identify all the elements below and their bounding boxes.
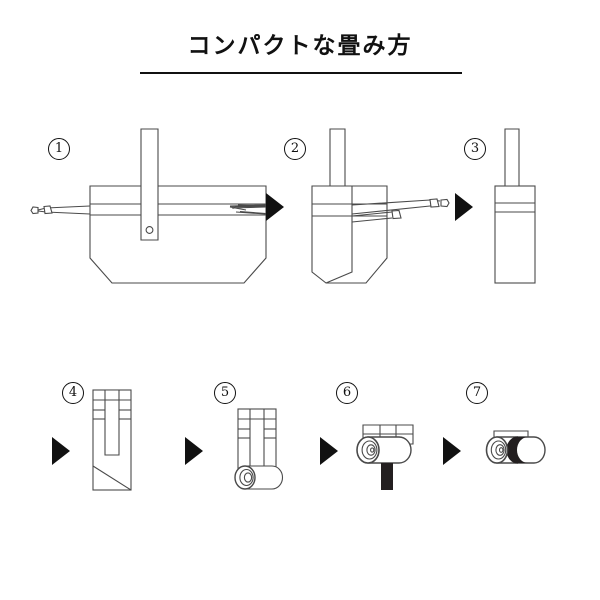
bag-body-outline xyxy=(89,185,267,284)
step4-strap-folded xyxy=(104,389,120,456)
step2-drawstring-lower-a xyxy=(351,211,393,217)
step2-drawstring-lower-b xyxy=(351,217,393,223)
arrow-step4-to-step5 xyxy=(185,437,203,465)
arrow-step1-to-step2 xyxy=(266,193,284,221)
step-3-illustration xyxy=(494,128,536,284)
step2-loop-outer xyxy=(440,198,450,208)
step7-roll-spiral-1 xyxy=(490,440,507,460)
step4-diagonal-fold xyxy=(92,465,132,491)
arrow-group xyxy=(52,193,473,465)
step3-strap xyxy=(504,128,520,187)
step2-body-outline xyxy=(311,185,388,284)
step5-roll-end xyxy=(234,465,256,490)
step-badge-3: 3 xyxy=(464,138,486,160)
step-2-illustration xyxy=(311,128,450,284)
step-badge-2: 2 xyxy=(284,138,306,160)
step-7-illustration xyxy=(485,430,546,464)
step-5-illustration xyxy=(234,408,283,490)
drawstring-right-upper-stub xyxy=(229,205,267,211)
drawstring-left-lower xyxy=(37,210,91,215)
step6-roll-spiral-2 xyxy=(366,444,376,456)
step7-band-edge xyxy=(506,436,519,464)
arrow-step2-to-step3 xyxy=(455,193,473,221)
step5-body xyxy=(237,408,277,478)
drawstring-left-upper xyxy=(37,205,91,211)
drawstring-right-b xyxy=(235,211,267,215)
step7-roll-spiral-2 xyxy=(495,444,505,456)
step5-roll-body xyxy=(244,465,283,490)
step-badge-1: 1 xyxy=(48,138,70,160)
page-title: コンパクトな畳み方 xyxy=(187,33,413,59)
step6-roll-end xyxy=(356,436,380,464)
step2-aglet-inner xyxy=(391,209,402,220)
step7-tail-flap xyxy=(493,430,529,438)
drawstring-right-line2 xyxy=(239,210,267,215)
drawstring-right-hidden xyxy=(229,204,267,207)
drawstring-right-a xyxy=(231,206,267,209)
step2-aglet-outer xyxy=(429,198,440,208)
step7-dark-band xyxy=(507,437,528,463)
arrow-step3-to-step4 xyxy=(52,437,70,465)
step7-roll-spiral-3 xyxy=(498,447,504,453)
step6-roll-body xyxy=(367,436,412,464)
strap-eyelet xyxy=(145,226,154,234)
step-1-right-drawstring xyxy=(232,204,267,215)
step6-flat-panel xyxy=(362,424,414,445)
step7-roll-body xyxy=(496,436,546,464)
step-badge-4: 4 xyxy=(62,382,84,404)
drawstring-left-aglet xyxy=(43,205,53,215)
step6-roll-spiral-1 xyxy=(361,440,378,460)
step-badge-5: 5 xyxy=(214,382,236,404)
step5-roll-spiral-1 xyxy=(239,468,254,487)
step6-hanging-strap xyxy=(381,463,393,490)
step-6-illustration xyxy=(356,424,414,464)
drawstring-left-loop xyxy=(30,206,39,215)
bag-strap xyxy=(140,128,159,241)
step3-body xyxy=(494,185,536,284)
title-underline xyxy=(140,72,462,74)
arrow-step5-to-step6 xyxy=(320,437,338,465)
step-badge-6: 6 xyxy=(336,382,358,404)
step7-roll-end xyxy=(485,436,509,464)
drawstring-right-trim xyxy=(232,205,267,209)
step2-drawstring-upper-a xyxy=(351,199,441,206)
step2-fold-line xyxy=(325,186,353,284)
drawstring-right-line1 xyxy=(237,204,267,207)
step6-roll-spiral-3 xyxy=(370,447,375,453)
step5-roll-spiral-2 xyxy=(243,472,253,483)
arrow-step6-to-step7 xyxy=(443,437,461,465)
step2-strap xyxy=(329,128,346,187)
step-4-illustration xyxy=(92,389,132,491)
step4-body xyxy=(92,389,132,491)
page-title-block: コンパクトな畳み方 xyxy=(0,33,600,59)
step-badge-7: 7 xyxy=(466,382,488,404)
step2-drawstring-upper-b xyxy=(351,205,438,215)
